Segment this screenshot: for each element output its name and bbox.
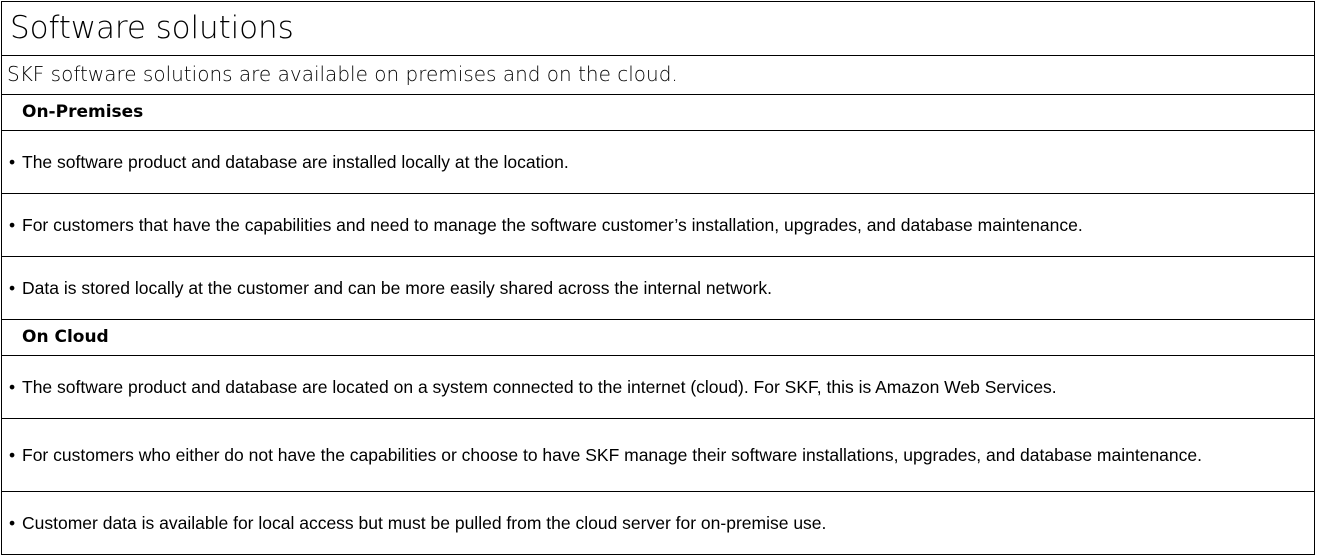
bullet-item: • For customers who either do not have th… xyxy=(2,437,1314,473)
bullet-cell: • Customer data is available for local ac… xyxy=(1,491,1315,555)
section-header-cell-on-premises: On-Premises xyxy=(1,94,1315,131)
section-header-row-on-premises: On-Premises xyxy=(1,94,1315,131)
subtitle-cell: SKF software solutions are available on … xyxy=(1,55,1315,95)
bullet-cell: • The software product and database are l… xyxy=(1,355,1315,419)
bullet-row: • Customer data is available for local ac… xyxy=(1,491,1315,555)
title-row: Software solutions xyxy=(1,1,1315,56)
bullet-item: • The software product and database are l… xyxy=(2,370,1314,404)
bullet-cell: • For customers that have the capabilitie… xyxy=(1,193,1315,257)
bullet-icon: • xyxy=(9,445,16,465)
section-heading-on-cloud: On Cloud xyxy=(22,327,109,347)
bullet-label: Data is stored locally at the customer a… xyxy=(22,278,772,298)
section-header-cell-on-cloud: On Cloud xyxy=(1,319,1315,356)
bullet-label: For customers who either do not have the… xyxy=(22,445,1202,465)
bullet-icon: • xyxy=(9,152,16,172)
bullet-icon: • xyxy=(9,215,16,235)
bullet-cell: • Data is stored locally at the customer … xyxy=(1,256,1315,320)
bullet-cell: • The software product and database are i… xyxy=(1,130,1315,194)
bullet-item: • For customers that have the capabilitie… xyxy=(2,208,1314,242)
bullet-item: • Data is stored locally at the customer … xyxy=(2,271,1314,305)
bullet-icon: • xyxy=(9,513,16,533)
page-subtitle: SKF software solutions are available on … xyxy=(7,62,678,86)
title-cell: Software solutions xyxy=(1,1,1315,56)
bullet-row: • The software product and database are l… xyxy=(1,355,1315,419)
subtitle-row: SKF software solutions are available on … xyxy=(1,55,1315,95)
bullet-item: • The software product and database are i… xyxy=(2,145,1314,179)
section-heading-on-premises: On-Premises xyxy=(22,102,144,122)
bullet-row: • For customers who either do not have th… xyxy=(1,418,1315,492)
bullet-item: • Customer data is available for local ac… xyxy=(2,506,1314,540)
section-header-row-on-cloud: On Cloud xyxy=(1,319,1315,356)
bullet-label: The software product and database are in… xyxy=(22,152,569,172)
bullet-label: The software product and database are lo… xyxy=(22,377,1057,397)
bullet-label: For customers that have the capabilities… xyxy=(22,215,1083,235)
bullet-row: • Data is stored locally at the customer … xyxy=(1,256,1315,320)
bullet-icon: • xyxy=(9,377,16,397)
bullet-cell: • For customers who either do not have th… xyxy=(1,418,1315,492)
page-title: Software solutions xyxy=(10,9,294,46)
bullet-icon: • xyxy=(9,278,16,298)
bullet-label: Customer data is available for local acc… xyxy=(22,513,827,533)
bullet-row: • The software product and database are i… xyxy=(1,130,1315,194)
bullet-row: • For customers that have the capabilitie… xyxy=(1,193,1315,257)
